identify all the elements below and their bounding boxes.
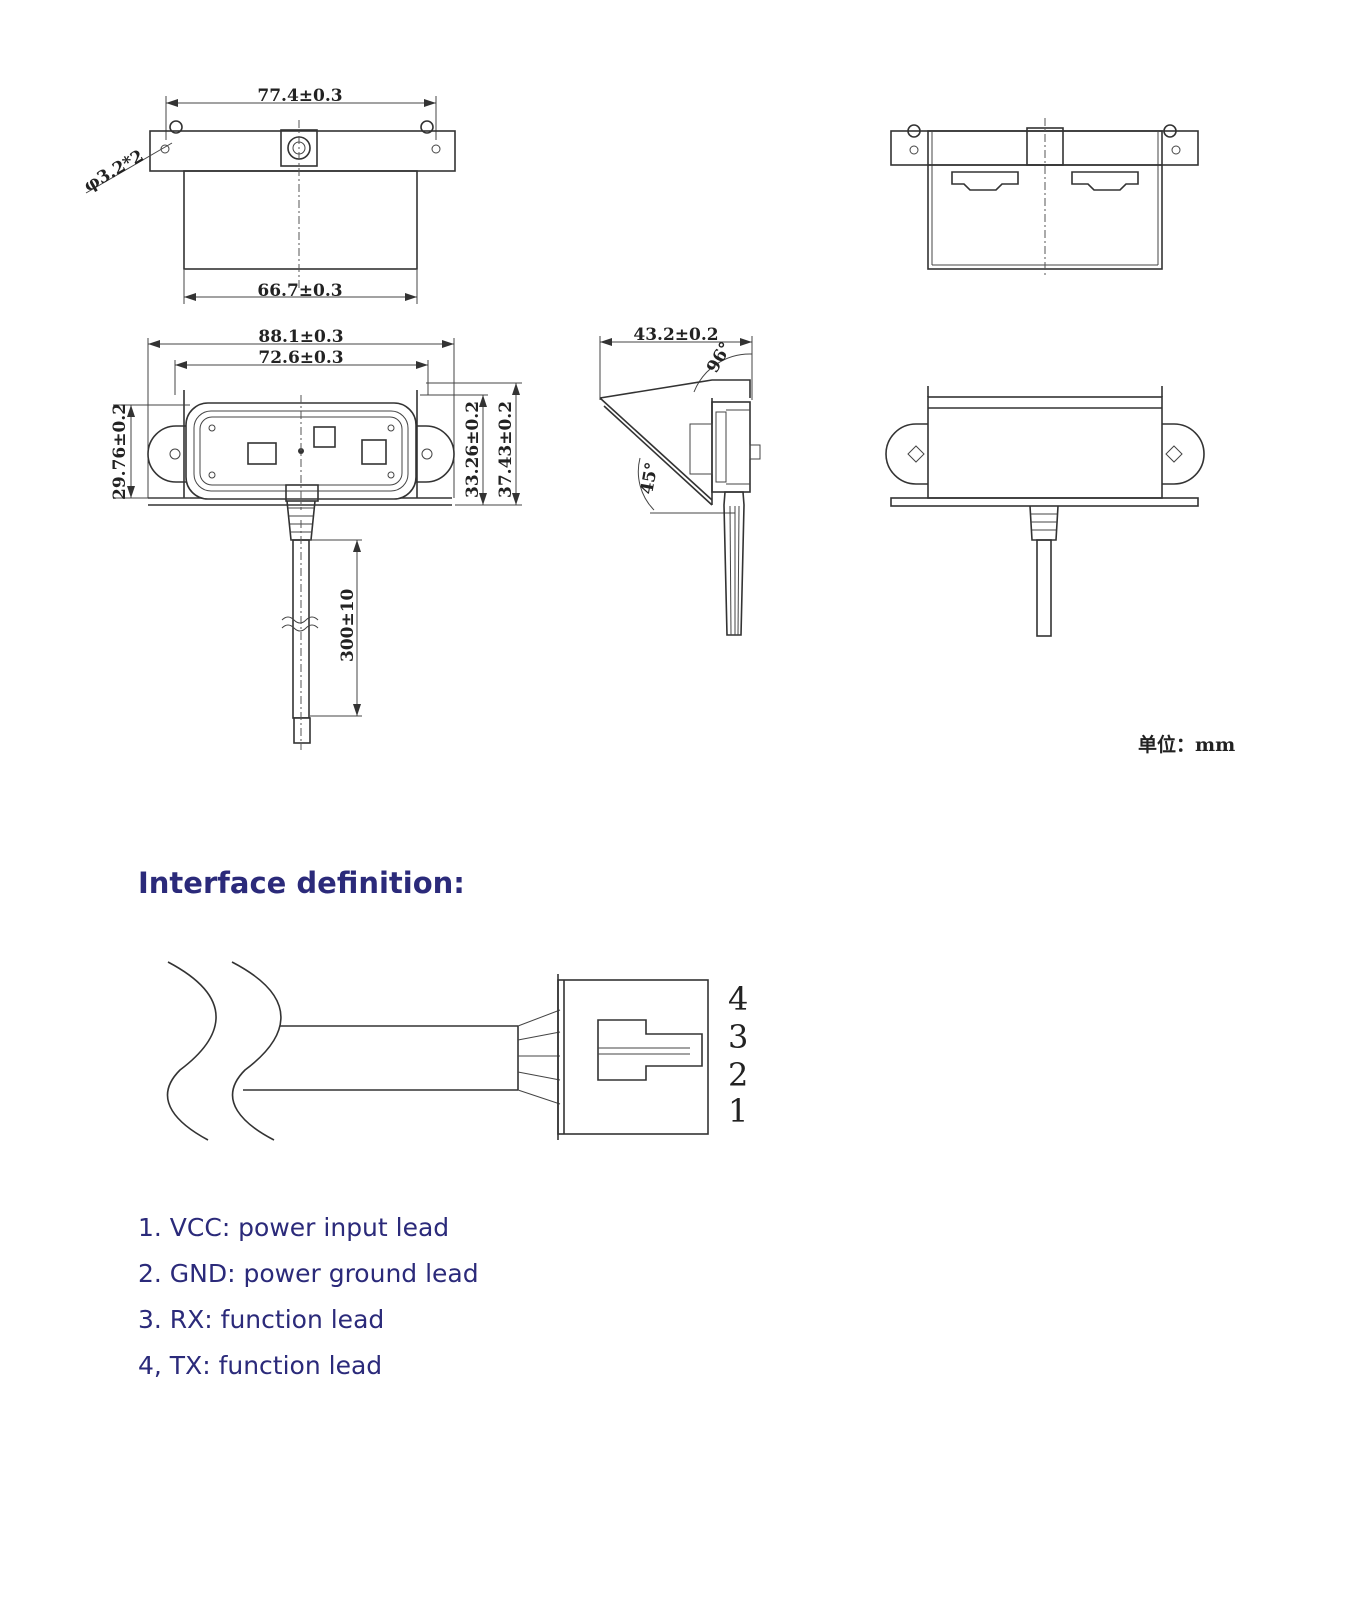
front-view: 88.1±0.3 72.6±0.3 29.76±0.2 <box>110 327 522 750</box>
pin-number-1: 1 <box>728 1092 748 1130</box>
top-view: 77.4±0.3 φ3.2*2 66.7±0.3 <box>81 86 456 304</box>
cable-break-line-2 <box>231 961 282 1141</box>
side-view: 43.2±0.2 96° 45° <box>599 325 761 636</box>
dim-bottom-width: 66.7±0.3 <box>257 281 342 301</box>
pin-definition-item: 3. RX: function lead <box>138 1305 385 1334</box>
unit-label: 单位：mm <box>1138 734 1236 756</box>
top-view-right <box>890 118 1199 278</box>
front-view-right <box>885 386 1205 637</box>
pin-definition-item: 1. VCC: power input lead <box>138 1213 450 1242</box>
dim-height-mid: 33.26±0.2 <box>463 401 483 498</box>
pin-number-4: 4 <box>728 980 748 1018</box>
pin-definition-list: 1. VCC: power input lead 2. GND: power g… <box>138 1208 479 1392</box>
dim-front-width-outer: 88.1±0.3 <box>258 327 343 347</box>
dim-height-right: 37.43±0.2 <box>496 401 516 498</box>
dim-front-width-inner: 72.6±0.3 <box>258 348 343 368</box>
dim-cable-length: 300±10 <box>338 588 358 662</box>
dim-top-width: 77.4±0.3 <box>257 86 342 106</box>
interface-title: Interface definition: <box>138 866 465 900</box>
pin-definition-item: 4, TX: function lead <box>138 1351 383 1380</box>
pin-number-2: 2 <box>728 1056 748 1094</box>
connector-diagram: 4 3 2 1 <box>166 961 748 1141</box>
cable-break-line-1 <box>166 961 217 1141</box>
dim-hole: φ3.2*2 <box>81 146 148 196</box>
pin-definition-item: 2. GND: power ground lead <box>138 1259 479 1288</box>
dim-height-left: 29.76±0.2 <box>110 403 130 500</box>
mechanical-drawing: 77.4±0.3 φ3.2*2 66.7±0.3 <box>81 86 1205 750</box>
dim-side-depth: 43.2±0.2 <box>633 325 718 345</box>
connector-housing <box>557 979 709 1135</box>
dim-angle-bottom: 45° <box>637 461 662 496</box>
pin-number-3: 3 <box>728 1018 748 1056</box>
